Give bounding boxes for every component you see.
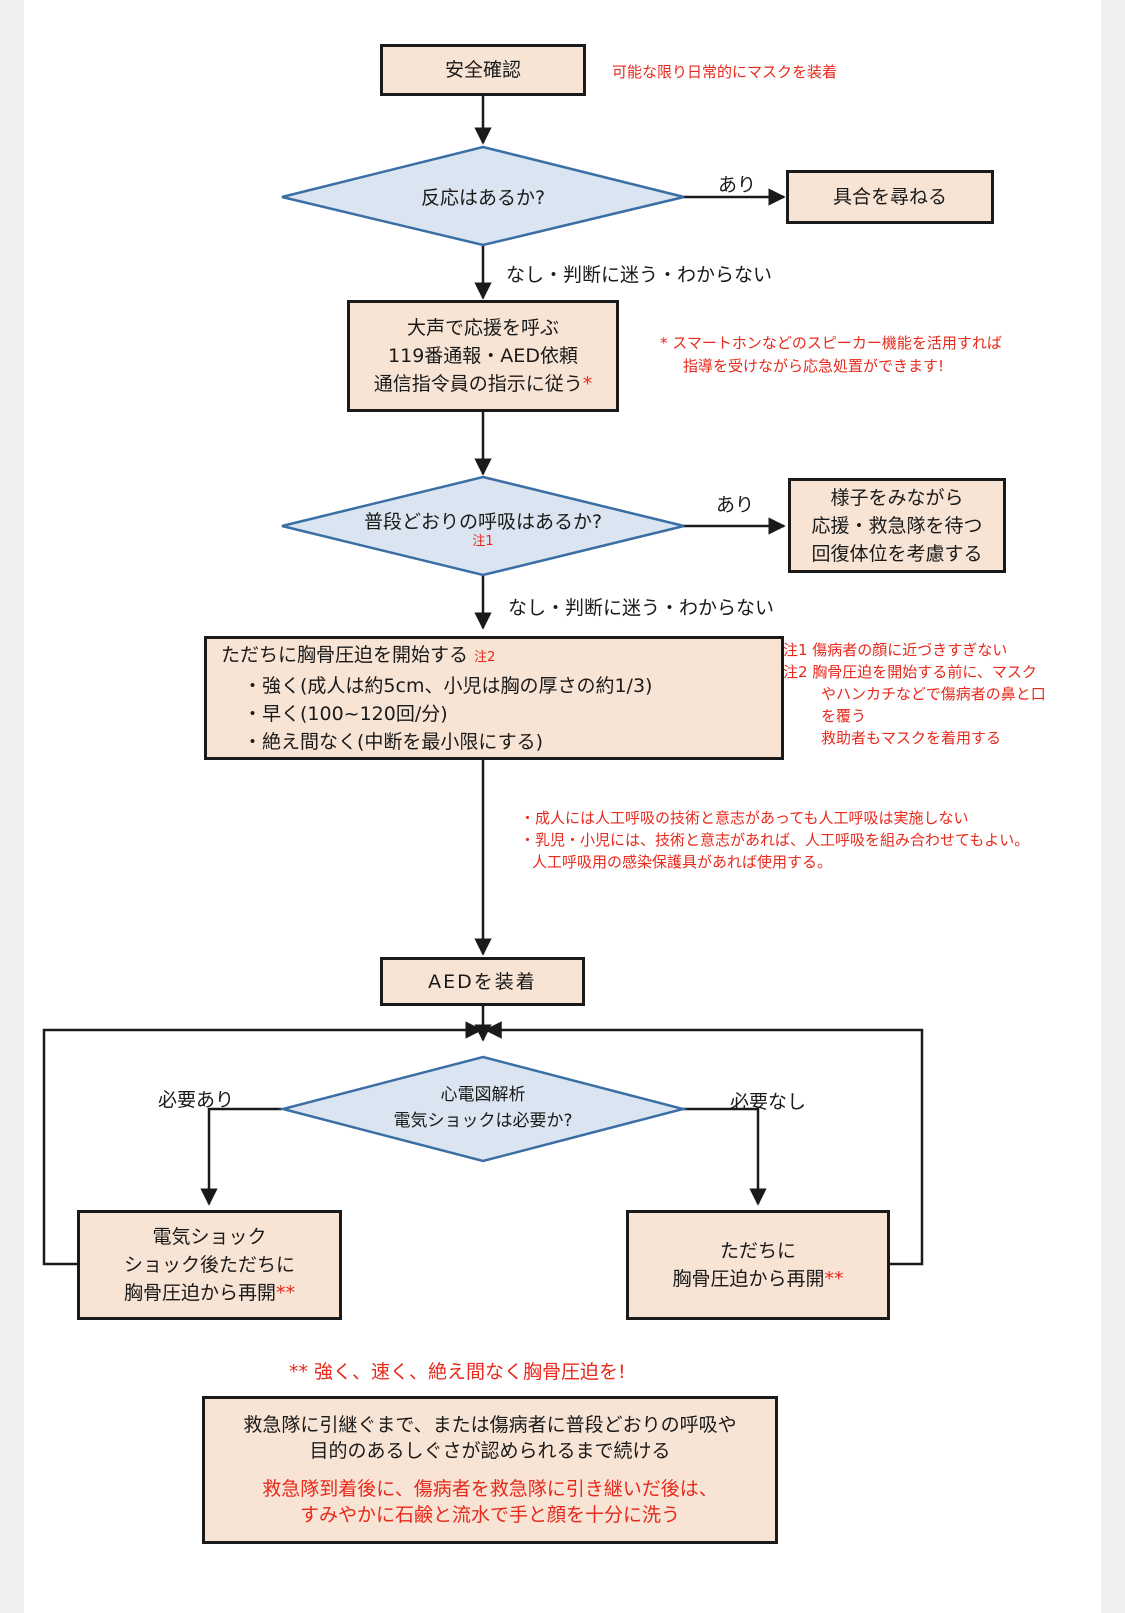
resume-double-star: **: [824, 1268, 844, 1290]
cpr-box: ただちに胸骨圧迫を開始する 注2 ・強く(成人は約5cm、小児は胸の厚さの約1/…: [204, 636, 784, 760]
watch-line-3: 回復体位を考慮する: [811, 542, 983, 565]
note-right-5: 救助者もマスクを着用する: [821, 729, 1002, 747]
cpr-note-mark: 注2: [474, 649, 496, 665]
final-box: 救急隊に引継ぐまで、または傷病者に普段どおりの呼吸や 目的のあるしぐさが認められ…: [202, 1396, 778, 1544]
shock-line-3: 胸骨圧迫から再開**: [123, 1282, 295, 1304]
breathing-no-label: なし・判断に迷う・わからない: [508, 597, 775, 619]
loop-left: [42, 1021, 483, 1266]
connector-layer: [42, 93, 924, 1266]
decision-breathing-diamond: [281, 475, 685, 577]
breathing-note-mark: 注1: [472, 534, 494, 549]
breathing-question: 普段どおりの呼吸はあるか? 注1: [343, 509, 623, 549]
shock-double-star: **: [276, 1282, 295, 1304]
cpr-title: ただちに胸骨圧迫を開始する 注2: [221, 643, 496, 666]
cpr-item-2: ・早く(100~120回/分): [243, 702, 448, 725]
breathing-yes-label: あり: [716, 494, 755, 516]
need-no-label: 必要なし: [730, 1091, 807, 1113]
call-star: *: [582, 373, 593, 395]
aed-box: AEDを装着: [380, 957, 585, 1006]
loop-right: [484, 1021, 924, 1266]
shock-box: 電気ショック ショック後ただちに 胸骨圧迫から再開**: [77, 1210, 342, 1320]
watch-line-1: 様子をみながら: [830, 486, 964, 509]
final-red-line-2: すみやかに石鹸と流水で手と顔を十分に洗う: [299, 1504, 680, 1526]
response-yes-label: あり: [718, 174, 757, 196]
shock-line-2: ショック後ただちに: [123, 1254, 295, 1276]
ask-condition-box: 具合を尋ねる: [786, 170, 994, 224]
safety-check-box: 安全確認: [380, 44, 586, 96]
note-right-1: 注1 傷病者の顔に近づきすぎない: [783, 641, 1008, 659]
breath-note-1: ・成人には人工呼吸の技術と意志があっても人工呼吸は実施しない: [520, 809, 969, 827]
note-right-3: やハンカチなどで傷病者の鼻と口: [821, 685, 1046, 703]
need-yes-label: 必要あり: [158, 1089, 235, 1111]
shock-line-1: 電気ショック: [152, 1226, 267, 1248]
emphasis-note: ** 強く、速く、絶え間なく胸骨圧迫を!: [289, 1361, 626, 1383]
breath-note-3: 人工呼吸用の感染保護具があれば使用する。: [532, 853, 833, 871]
ecg-line-2: 電気ショックは必要か?: [393, 1111, 573, 1131]
call-line-3: 通信指令員の指示に従う*: [373, 373, 593, 395]
response-no-label: なし・判断に迷う・わからない: [506, 264, 773, 286]
cpr-item-3: ・絶え間なく(中断を最小限にする): [243, 730, 544, 753]
ecg-line-1: 心電図解析: [440, 1085, 526, 1105]
breath-note-2: ・乳児・小児には、技術と意志があれば、人工呼吸を組み合わせてもよい。: [520, 831, 1030, 849]
final-line-1: 救急隊に引継ぐまで、または傷病者に普段どおりの呼吸や: [243, 1414, 737, 1436]
final-line-2: 目的のあるしぐさが認められるまで続ける: [309, 1440, 671, 1462]
note-right-4: を覆う: [821, 707, 867, 725]
aed-label: AEDを装着: [428, 970, 537, 993]
note-right-2: 注2 胸骨圧迫を開始する前に、マスク: [783, 663, 1037, 681]
call-line-1: 大声で応援を呼ぶ: [406, 317, 559, 339]
decision-ecg-diamond: [278, 1055, 688, 1163]
watch-line-2: 応援・救急隊を待つ: [811, 514, 983, 537]
arrow-ecg-need-no: [683, 1107, 767, 1206]
ask-condition-label: 具合を尋ねる: [832, 186, 947, 208]
call-for-help-box: 大声で応援を呼ぶ 119番通報・AED依頼 通信指令員の指示に従う*: [347, 300, 619, 412]
mask-note: 可能な限り日常的にマスクを装着: [612, 63, 838, 81]
arrow-ecg-need-yes: [200, 1107, 282, 1206]
watch-box: 様子をみながら 応援・救急隊を待つ 回復体位を考慮する: [788, 478, 1006, 573]
cpr-item-1: ・強く(成人は約5cm、小児は胸の厚さの約1/3): [243, 674, 653, 697]
smartphone-note-2: 指導を受けながら応急処置ができます!: [683, 357, 945, 375]
decision-response-diamond: [281, 145, 685, 247]
smartphone-note-1: * スマートホンなどのスピーカー機能を活用すれば: [660, 334, 1002, 352]
response-question: 反応はあるか?: [420, 187, 546, 209]
resume-line-1: ただちに: [719, 1240, 796, 1262]
flowchart-page: 安全確認 可能な限り日常的にマスクを装着 反応はあるか? あり 具合を尋ねる な…: [24, 0, 1101, 1613]
ecg-question: 心電図解析 電気ショックは必要か?: [343, 1082, 623, 1134]
call-line-2: 119番通報・AED依頼: [388, 345, 578, 367]
resume-line-2: 胸骨圧迫から再開**: [672, 1268, 844, 1290]
final-red-line-1: 救急隊到着後に、傷病者を救急隊に引き継いだ後は、: [262, 1478, 718, 1500]
safety-check-label: 安全確認: [444, 59, 521, 81]
resume-cpr-box: ただちに 胸骨圧迫から再開**: [626, 1210, 890, 1320]
